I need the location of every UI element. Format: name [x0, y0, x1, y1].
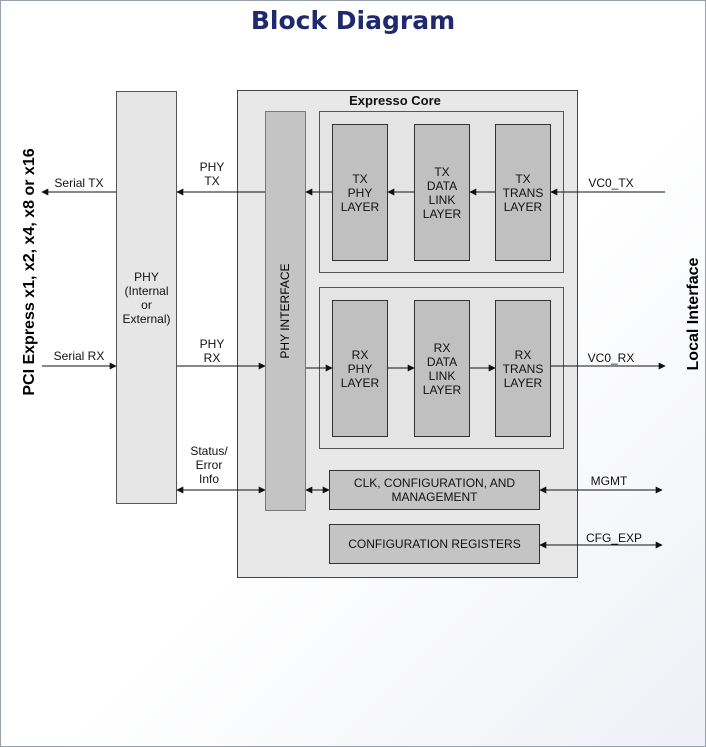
tx-trans-layer-block: TX TRANS LAYER [495, 124, 551, 261]
diagram-title: Block Diagram [250, 6, 456, 35]
phy-rx-label: PHY RX [199, 337, 225, 365]
rx-data-link-layer-block: RX DATA LINK LAYER [414, 300, 470, 437]
rx-trans-layer-block: RX TRANS LAYER [495, 300, 551, 437]
tx-data-link-layer-label: TX DATA LINK LAYER [422, 164, 462, 221]
tx-data-link-layer-block: TX DATA LINK LAYER [414, 124, 470, 261]
rx-data-link-layer-label: RX DATA LINK LAYER [422, 340, 462, 397]
core-title: Expresso Core [349, 93, 441, 108]
cfg-exp-label: CFG_EXP [585, 531, 642, 545]
mgmt-label: MGMT [590, 474, 628, 488]
rx-trans-layer-label: RX TRANS LAYER [502, 347, 544, 390]
clk-config-management-label: CLK, CONFIGURATION, AND MANAGEMENT [353, 476, 516, 504]
tx-phy-layer-label: TX PHY LAYER [340, 171, 380, 214]
phy-interface-block [265, 111, 306, 511]
rx-phy-layer-label: RX PHY LAYER [340, 347, 380, 390]
vc0-tx-label: VC0_TX [588, 176, 634, 190]
tx-trans-layer-label: TX TRANS LAYER [502, 171, 544, 214]
rx-phy-layer-block: RX PHY LAYER [332, 300, 388, 437]
configuration-registers-block: CONFIGURATION REGISTERS [329, 524, 540, 564]
vc0-rx-label: VC0_RX [587, 351, 635, 365]
serial-tx-label: Serial TX [54, 176, 104, 190]
phy-block-label: PHY (Internal or External) [122, 269, 171, 326]
tx-phy-layer-block: TX PHY LAYER [332, 124, 388, 261]
phy-block: PHY (Internal or External) [116, 91, 177, 504]
serial-rx-label: Serial RX [53, 349, 105, 363]
status-error-info-label: Status/ Error Info [190, 444, 228, 486]
configuration-registers-label: CONFIGURATION REGISTERS [348, 537, 521, 551]
phy-tx-label: PHY TX [199, 160, 225, 188]
clk-config-management-block: CLK, CONFIGURATION, AND MANAGEMENT [329, 470, 540, 510]
